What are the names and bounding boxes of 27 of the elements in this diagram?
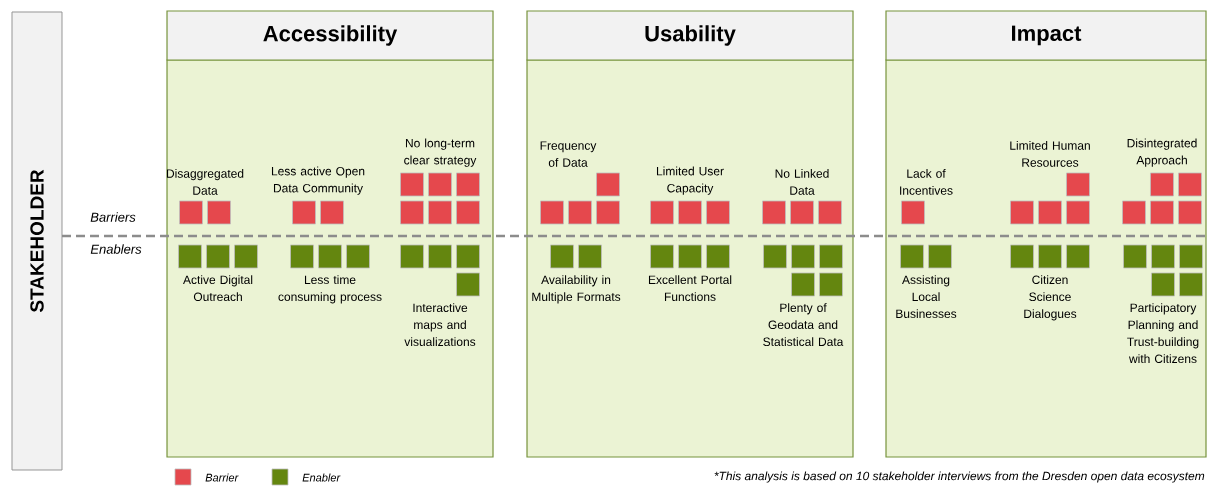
item-label: Active Digital Outreach bbox=[183, 275, 253, 301]
item-label: Disintegrated Approach bbox=[1127, 138, 1197, 167]
item-label: Disaggregated Data bbox=[166, 169, 244, 195]
item-label: Assisting Local Businesses bbox=[896, 275, 957, 318]
item-label: Plenty of Geodata and Statistical Data bbox=[763, 303, 844, 346]
row-label: Enablers bbox=[90, 244, 142, 254]
item-label: Citizen Science Dialogues bbox=[1024, 275, 1077, 321]
item-label: Less time consuming process bbox=[278, 275, 382, 304]
item-label: No long-term clear strategy bbox=[404, 138, 477, 167]
item-label: Excellent Portal Functions bbox=[648, 275, 732, 301]
item-label: Interactive maps and visualizations bbox=[404, 303, 476, 346]
row-label: Barriers bbox=[90, 212, 136, 222]
item-label: No Linked Data bbox=[775, 169, 829, 195]
item-label: Participatory Planning and Trust-building with Citizens bbox=[1127, 303, 1199, 363]
item-label: Less active Open Data Community bbox=[271, 166, 365, 195]
node-label: Impact bbox=[1012, 25, 1082, 46]
stakeholder-box: STAKEHOLDER bbox=[11, 11, 63, 471]
item-label: Availability in Multiple Formats bbox=[532, 275, 621, 304]
item-label: Limited Human Resources bbox=[1010, 141, 1090, 167]
legend-label: Enabler bbox=[302, 473, 341, 482]
item-label: Limited User Capacity bbox=[657, 166, 724, 195]
footnote: *This analysis is based on 10 stakeholder interviews from the Dresden open data ecosystem bbox=[714, 471, 1205, 483]
node-label: Usability bbox=[645, 25, 736, 46]
node-label: Accessibility bbox=[263, 25, 398, 46]
item-label: Lack of Incentives bbox=[900, 169, 953, 195]
item-label: Frequency of Data bbox=[540, 141, 597, 167]
legend-label: Barrier bbox=[205, 473, 239, 482]
